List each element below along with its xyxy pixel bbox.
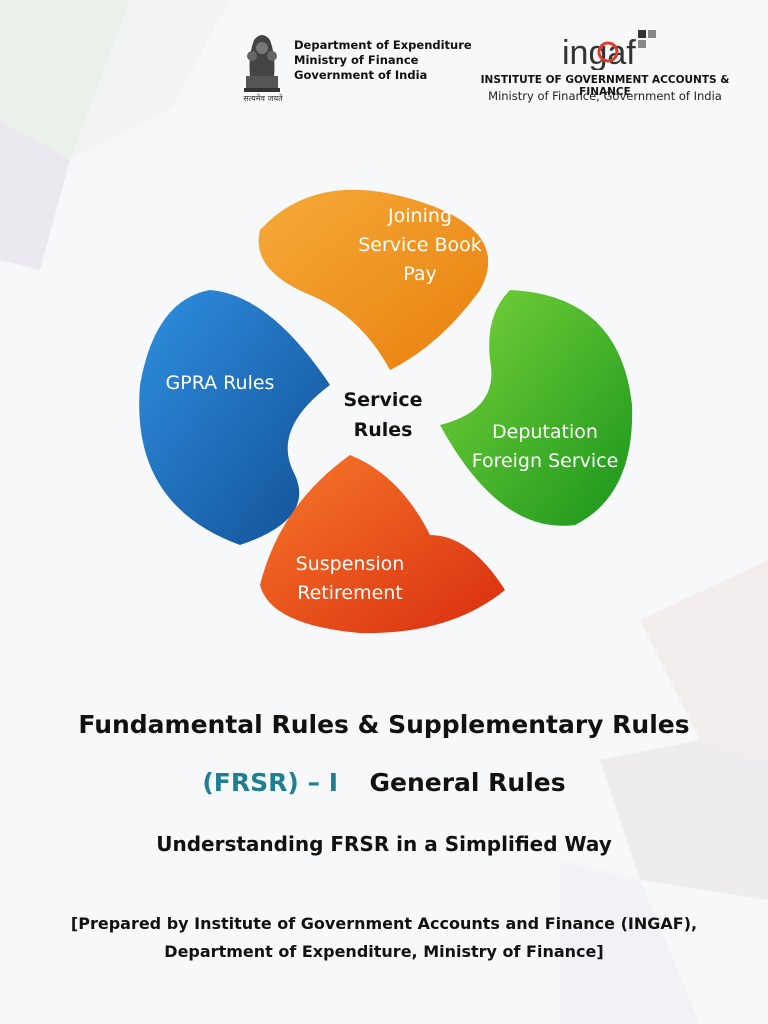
petal-bottom xyxy=(260,455,505,634)
dept-line: Government of India xyxy=(294,68,428,82)
institute-subtitle: Ministry of Finance, Government of India xyxy=(488,89,722,103)
main-title: Fundamental Rules & Supplementary Rules xyxy=(78,710,690,739)
sub-title: (FRSR) – I General Rules xyxy=(0,768,768,797)
diagram-center-label: Service Rules xyxy=(343,389,423,441)
emblem-motto: सत्यमेव जयते xyxy=(243,94,283,103)
petal-top-label: Joining Service Book Pay xyxy=(358,205,482,285)
institute-title: INSTITUTE OF GOVERNMENT ACCOUNTS & FINAN… xyxy=(480,74,730,98)
general-rules-label: General Rules xyxy=(369,768,566,797)
petal-top xyxy=(258,189,489,370)
petal-left-label: GPRA Rules xyxy=(165,372,275,394)
petal-left xyxy=(139,290,330,545)
ingaf-logo: ingaf xyxy=(562,30,656,70)
department-block: Department of Expenditure Ministry of Fi… xyxy=(294,38,472,83)
frsr-label: (FRSR) – I xyxy=(202,768,339,797)
dept-line: Ministry of Finance xyxy=(294,53,419,67)
emblem-of-india-icon xyxy=(244,35,280,92)
prepared-by: [Prepared by Institute of Government Acc… xyxy=(70,914,698,961)
petal-bottom-label: Suspension Retirement xyxy=(295,553,405,604)
dept-line: Department of Expenditure xyxy=(294,38,472,52)
tagline: Understanding FRSR in a Simplified Way xyxy=(156,832,612,856)
petal-right xyxy=(440,290,633,526)
petal-right-label: Deputation Foreign Service xyxy=(471,421,619,472)
service-rules-diagram xyxy=(139,189,633,634)
